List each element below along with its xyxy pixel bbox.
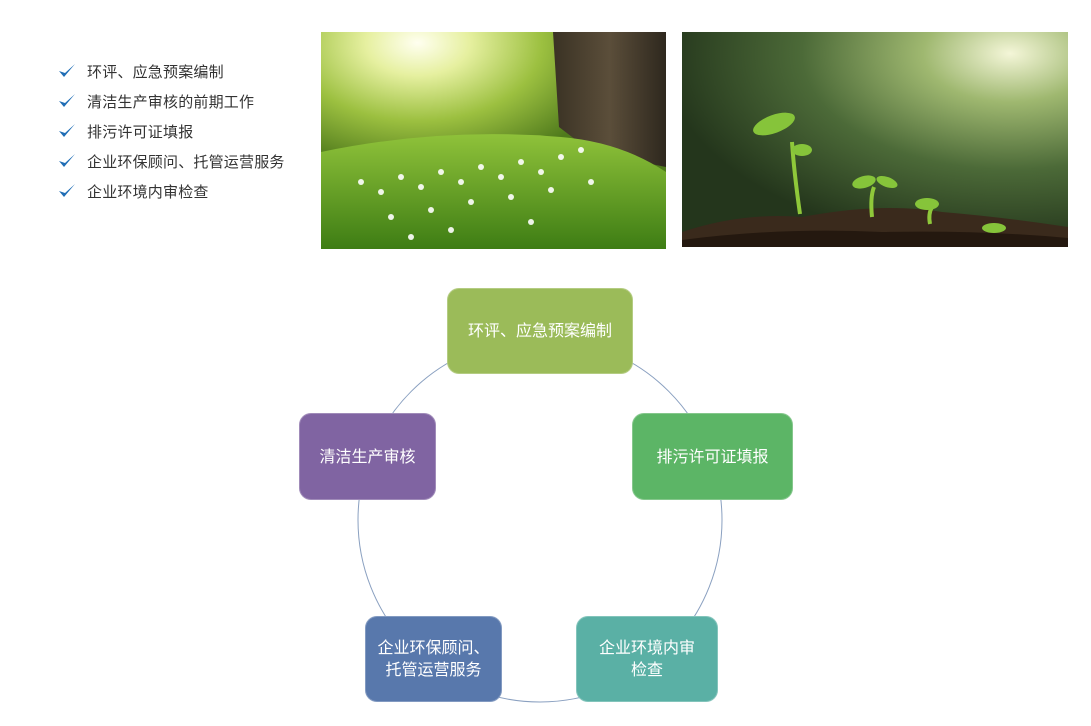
cycle-node-consulting: 企业环保顾问、 托管运营服务: [365, 616, 502, 702]
list-item-label: 环评、应急预案编制: [87, 62, 224, 81]
cycle-node-audit: 企业环境内审 检查: [576, 616, 718, 702]
service-checklist: 环评、应急预案编制 清洁生产审核的前期工作 排污许可证填报 企业环保顾问、托管运…: [57, 56, 285, 206]
grass-sunlight-photo: [321, 32, 666, 249]
check-icon: [59, 64, 75, 77]
cycle-node-cleaner-production: 清洁生产审核: [299, 413, 436, 500]
list-item-label: 排污许可证填报: [87, 122, 194, 141]
cycle-node-label: 企业环境内审 检查: [598, 638, 695, 679]
cycle-node-label: 企业环保顾问、 托管运营服务: [377, 638, 490, 679]
cycle-node-label: 环评、应急预案编制: [467, 321, 612, 340]
cycle-node-eia: 环评、应急预案编制: [447, 288, 633, 374]
check-icon: [59, 154, 75, 167]
list-item: 企业环保顾问、托管运营服务: [57, 146, 285, 176]
cycle-node-label: 清洁生产审核: [319, 446, 416, 466]
check-icon: [59, 94, 75, 107]
list-item-label: 清洁生产审核的前期工作: [87, 92, 255, 111]
list-item: 企业环境内审检查: [57, 176, 285, 206]
list-item: 排污许可证填报: [57, 116, 285, 146]
check-icon: [59, 184, 75, 197]
cycle-node-label: 排污许可证填报: [656, 446, 769, 466]
list-item: 环评、应急预案编制: [57, 56, 285, 86]
check-icon: [59, 124, 75, 137]
list-item: 清洁生产审核的前期工作: [57, 86, 285, 116]
list-item-label: 企业环境内审检查: [87, 182, 209, 201]
list-item-label: 企业环保顾问、托管运营服务: [87, 152, 285, 171]
cycle-node-permit: 排污许可证填报: [632, 413, 793, 500]
sprouts-in-soil-photo: [682, 32, 1068, 247]
